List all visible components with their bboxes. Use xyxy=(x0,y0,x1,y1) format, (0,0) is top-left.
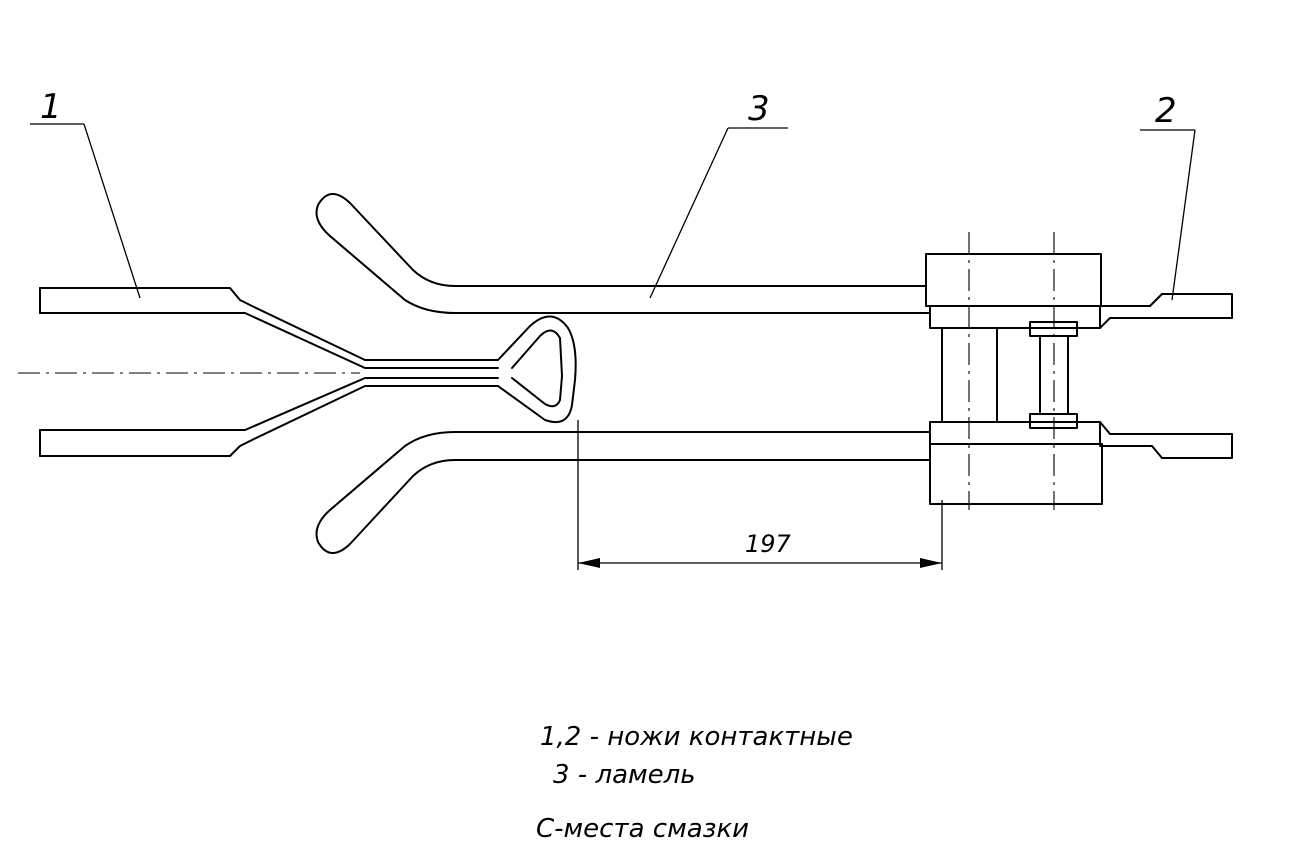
callout-1-label: 1 xyxy=(40,87,62,127)
lamella-3-lower xyxy=(315,431,931,554)
lower-clamp-block xyxy=(929,421,1103,505)
upper-clamp-block xyxy=(925,253,1102,329)
callout-2: 2 xyxy=(1140,91,1196,301)
legend-note-lamella: 3 - ламель xyxy=(553,760,696,790)
lamella-3-upper xyxy=(315,193,931,314)
knife-2-upper xyxy=(1099,293,1233,329)
callout-1: 1 xyxy=(30,87,141,299)
knife-1-upper xyxy=(39,287,499,369)
legend-note-lubrication: С-места смазки xyxy=(536,814,750,844)
knife-2-lower xyxy=(1099,421,1233,459)
dimension-label: 197 xyxy=(745,530,792,558)
dimension-197: 197 xyxy=(577,420,943,570)
knife-1-lower xyxy=(39,377,499,457)
callout-3-label: 3 xyxy=(748,89,770,129)
callout-3: 3 xyxy=(649,89,788,299)
callout-2-label: 2 xyxy=(1155,91,1177,131)
lamella-triangle-loop xyxy=(497,315,577,424)
legend-note-knives: 1,2 - ножи контактные xyxy=(540,722,853,752)
bolt-assembly xyxy=(941,321,1078,429)
